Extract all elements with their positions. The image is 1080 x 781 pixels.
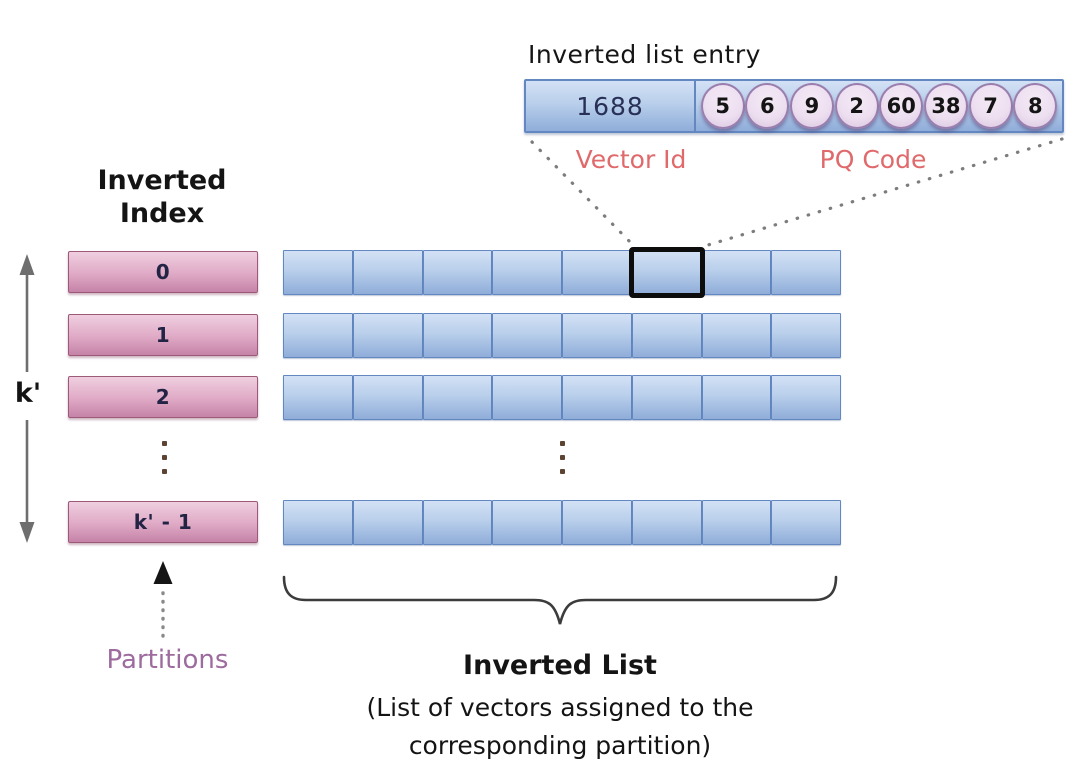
pq-code-circle: 2 <box>834 83 879 129</box>
pq-code-circle: 9 <box>789 83 834 129</box>
inverted-list-caption-line1: (List of vectors assigned to the <box>366 693 754 722</box>
list-cell <box>352 250 423 295</box>
list-cell <box>771 313 841 358</box>
pq-code-label: PQ Code <box>819 145 927 174</box>
pq-code-circle: 6 <box>745 83 790 129</box>
inverted-index-title-line1: Inverted <box>97 165 227 196</box>
partition-box-1: 1 <box>68 314 258 356</box>
list-cell <box>631 313 702 358</box>
inverted-list-row-0 <box>283 247 841 298</box>
list-cell <box>562 313 632 358</box>
vector-id-cell: 1688 <box>526 81 696 131</box>
list-cell <box>562 375 632 420</box>
inverted-list-caption-line2: corresponding partition) <box>408 731 712 760</box>
list-cell <box>701 313 772 358</box>
highlighted-list-cell <box>628 247 705 298</box>
pq-code-circle: 7 <box>968 83 1013 129</box>
partition-ellipsis <box>162 441 167 474</box>
list-cell <box>422 500 493 545</box>
list-cell <box>631 375 702 420</box>
partitions-label: Partitions <box>106 645 229 675</box>
inverted-list-row-3 <box>283 500 841 545</box>
list-cell <box>771 250 841 295</box>
list-cell <box>283 250 353 295</box>
list-cell <box>492 375 562 420</box>
list-ellipsis <box>560 441 565 474</box>
list-cell <box>352 313 423 358</box>
partition-box-3: k' - 1 <box>68 501 258 543</box>
partition-box-2: 2 <box>68 376 258 418</box>
list-cell <box>701 375 772 420</box>
inverted-index-title-line2: Index <box>119 198 205 229</box>
list-cell <box>492 313 562 358</box>
inverted-list-brace <box>282 575 838 625</box>
list-cell <box>422 375 493 420</box>
entry-title: Inverted list entry <box>528 40 761 69</box>
list-cell <box>771 375 841 420</box>
inverted-list-row-1 <box>283 313 841 358</box>
pq-code-circle: 5 <box>700 83 745 129</box>
list-cell <box>562 250 632 295</box>
list-cell <box>422 250 493 295</box>
list-cell <box>492 250 562 295</box>
list-cell <box>422 313 493 358</box>
list-cell <box>562 500 632 545</box>
list-cell <box>701 250 772 295</box>
pq-code-circle: 38 <box>923 83 968 129</box>
list-cell <box>492 500 562 545</box>
inverted-index-title: Inverted Index <box>62 164 262 230</box>
list-cell <box>283 375 353 420</box>
vector-id-label: Vector Id <box>575 145 687 174</box>
list-cell <box>631 500 702 545</box>
pq-code-circle: 60 <box>879 83 924 129</box>
list-cell <box>771 500 841 545</box>
list-cell <box>283 313 353 358</box>
partitions-arrow <box>153 561 173 638</box>
inverted-list-caption-title: Inverted List <box>463 650 657 681</box>
partition-box-0: 0 <box>68 251 258 293</box>
list-cell <box>701 500 772 545</box>
inverted-list-row-2 <box>283 375 841 420</box>
pq-code-circle: 8 <box>1013 83 1058 129</box>
k-label: k' <box>14 378 42 409</box>
list-cell <box>283 500 353 545</box>
list-cell <box>352 500 423 545</box>
list-cell <box>352 375 423 420</box>
